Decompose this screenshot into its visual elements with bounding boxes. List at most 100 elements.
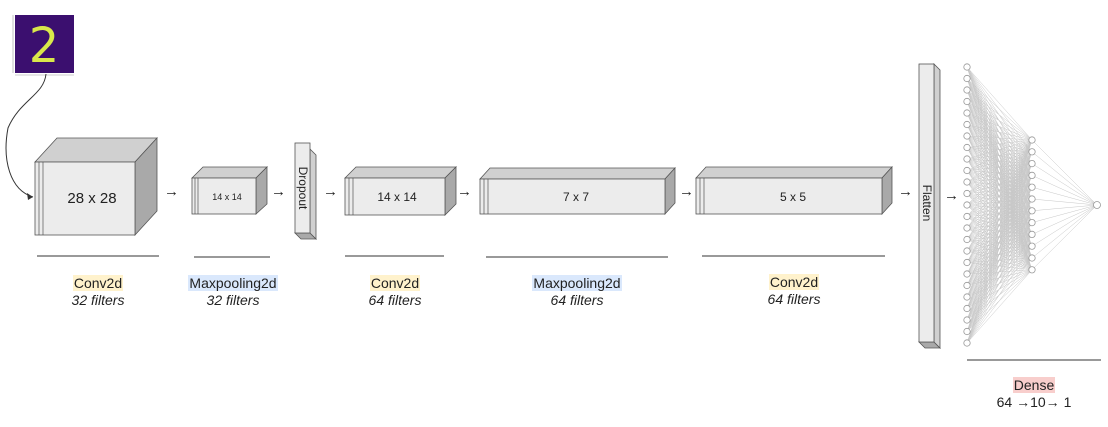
dense-connection — [966, 210, 1033, 344]
block-size-label: 5 x 5 — [780, 190, 806, 204]
arrow: → — [944, 187, 959, 204]
dense-connection — [966, 246, 1033, 344]
dense-connection — [1031, 151, 1098, 206]
block-size-label: 7 x 7 — [563, 190, 589, 204]
dense-connection — [966, 139, 1033, 332]
block-size-label: 14 x 14 — [377, 190, 417, 204]
layer-filters: 64 filters — [368, 292, 422, 308]
dense-connection — [966, 139, 1033, 160]
dense-neuron — [1028, 195, 1036, 203]
dense-connection — [966, 139, 1033, 148]
dense-output-neuron — [1093, 201, 1101, 209]
dense-connection — [1031, 204, 1098, 235]
dense-neuron — [963, 201, 971, 209]
dense-connection — [966, 135, 1033, 141]
dense-connection — [966, 139, 1033, 263]
dense-connection — [966, 139, 1033, 298]
dense-connection — [966, 139, 1033, 240]
dense-neuron — [963, 304, 971, 313]
dense-neuron — [963, 235, 971, 244]
dense-connection — [966, 139, 1033, 344]
layer-name: Dense — [1012, 377, 1056, 393]
arrow: → — [323, 183, 338, 200]
dense-connection — [1031, 204, 1098, 223]
dense-connection — [966, 234, 1033, 344]
dropout-block: Dropout — [294, 142, 317, 240]
dense-connection — [1031, 163, 1098, 206]
dense-neuron — [963, 224, 971, 232]
dense-connection — [966, 139, 1033, 321]
dense-connection — [966, 112, 1033, 141]
dense-neuron — [963, 143, 971, 152]
dense-connection — [966, 198, 1033, 344]
dense-neuron — [963, 97, 971, 106]
maxpool-block-2: 7 x 7 — [479, 166, 676, 216]
flatten-block: Flatten — [918, 63, 941, 349]
dense-connection — [966, 187, 1033, 344]
label-rules — [37, 255, 1101, 361]
dense-neuron — [963, 293, 971, 301]
dense-neuron — [1028, 254, 1036, 262]
dense-connection — [1031, 175, 1098, 206]
dense-neuron — [963, 247, 971, 255]
dense-network — [963, 63, 1101, 347]
dense-neuron — [963, 281, 971, 290]
block-size-label: 14 x 14 — [212, 192, 242, 202]
dense-connection — [966, 139, 1033, 206]
dense-connection — [966, 269, 1033, 344]
dense-neuron — [1028, 148, 1036, 156]
layer-filters: 32 filters — [71, 292, 125, 308]
conv2d-block-2: 14 x 14 — [344, 166, 457, 216]
maxpool-block-1: 14 x 14 — [191, 166, 268, 215]
dense-neuron — [1028, 160, 1036, 168]
arrow: → — [898, 183, 913, 200]
arrow: → — [164, 183, 179, 200]
dense-neuron — [1028, 266, 1036, 274]
dense-neuron — [963, 189, 971, 198]
dense-neuron — [963, 270, 971, 278]
block-size-label: Dropout — [296, 167, 310, 210]
arrow: → — [679, 183, 694, 200]
label-conv2d-3: Conv2d 64 filters — [734, 274, 854, 308]
layer-name: Maxpooling2d — [188, 275, 278, 291]
input-image: 2 — [12, 15, 74, 76]
dense-connection — [966, 139, 1033, 229]
dense-connection — [1031, 198, 1098, 206]
dense-neuron — [963, 132, 971, 140]
dense-neuron — [963, 74, 971, 83]
dense-neuron — [1028, 136, 1036, 144]
dense-neuron — [963, 178, 971, 186]
layer-filters: 32 filters — [206, 292, 260, 308]
block-size-label: Flatten — [920, 185, 934, 222]
dense-connection — [1031, 186, 1098, 206]
dense-connection — [966, 139, 1033, 286]
dense-connection — [966, 151, 1033, 344]
input-digit: 2 — [29, 18, 60, 74]
dense-neuron — [963, 120, 971, 129]
layer-name: Conv2d — [369, 275, 421, 291]
layer-name: Conv2d — [72, 275, 124, 291]
dense-connection — [966, 101, 1033, 141]
dense-connection — [1031, 204, 1098, 259]
dense-neuron — [1028, 171, 1036, 179]
dense-neuron — [963, 155, 971, 163]
input-arrow — [5, 73, 47, 198]
dense-connection — [1031, 139, 1098, 206]
label-maxpool-1: Maxpooling2d 32 filters — [173, 275, 293, 309]
conv2d-block-1: 28 x 28 — [34, 136, 158, 237]
dense-connection — [966, 139, 1033, 183]
label-dense: Dense 64 →10→ 1 — [974, 377, 1094, 411]
dense-neuron — [1028, 219, 1036, 227]
dense-neuron — [963, 86, 971, 94]
arrow: → — [271, 183, 286, 200]
dense-connection — [966, 139, 1033, 171]
dense-neuron — [963, 316, 971, 324]
dense-connection — [1031, 204, 1098, 270]
dense-connection — [966, 89, 1033, 141]
label-maxpool-2: Maxpooling2d 64 filters — [507, 275, 647, 309]
conv2d-block-3: 5 x 5 — [695, 165, 893, 216]
dense-neuron — [1028, 183, 1036, 191]
dense-connection — [966, 139, 1033, 275]
block-size-label: 28 x 28 — [67, 190, 116, 207]
